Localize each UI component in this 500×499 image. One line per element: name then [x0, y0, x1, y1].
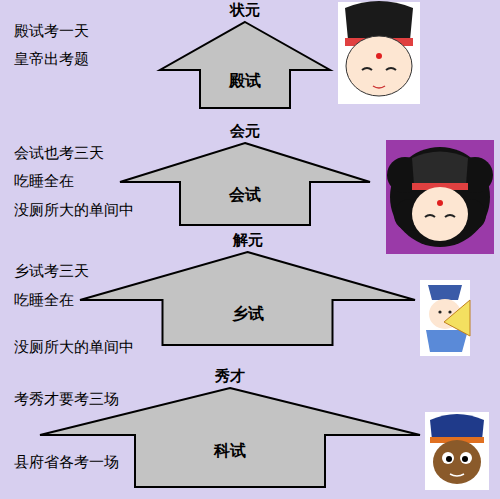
note-text: 会试也考三天: [14, 144, 104, 162]
cartoon-face: [386, 140, 494, 254]
cartoon-face: [420, 280, 470, 356]
exam-name: 会试: [120, 185, 370, 205]
arrow-outline: [80, 252, 415, 345]
arrow-shape: [120, 143, 370, 225]
cartoon-face: [425, 412, 489, 490]
note-text: 没厕所大的单间中: [14, 338, 134, 356]
cartoon-face: [338, 1, 420, 104]
rank-title: 会元: [120, 122, 370, 140]
arrow-outline: [40, 388, 420, 487]
stage-arrow: 解元乡试: [80, 230, 415, 345]
note-text: 考秀才要考三场: [14, 390, 119, 408]
exam-name: 乡试: [80, 304, 415, 324]
stage-arrow: 秀才科试: [40, 366, 420, 487]
rank-title: 状元: [160, 1, 330, 19]
rank-title: 秀才: [40, 367, 420, 385]
note-text: 没厕所大的单间中: [14, 201, 134, 219]
arrow-outline: [120, 143, 370, 225]
arrow-shape: [160, 22, 330, 108]
note-text: 县府省各考一场: [14, 453, 119, 471]
note-text: 吃睡全在: [14, 291, 74, 309]
arrow-outline: [160, 22, 330, 108]
stage-arrow: 会元会试: [120, 121, 370, 225]
note-text: 皇帝出考题: [14, 50, 89, 68]
note-text: 殿试考一天: [14, 22, 89, 40]
arrow-shape: [80, 252, 415, 345]
stage-arrow: 状元殿试: [160, 0, 330, 108]
rank-title: 解元: [80, 231, 415, 249]
arrow-shape: [40, 388, 420, 487]
note-text: 乡试考三天: [14, 262, 89, 280]
exam-name: 殿试: [160, 71, 330, 91]
note-text: 吃睡全在: [14, 172, 74, 190]
exam-name: 科试: [40, 441, 420, 461]
